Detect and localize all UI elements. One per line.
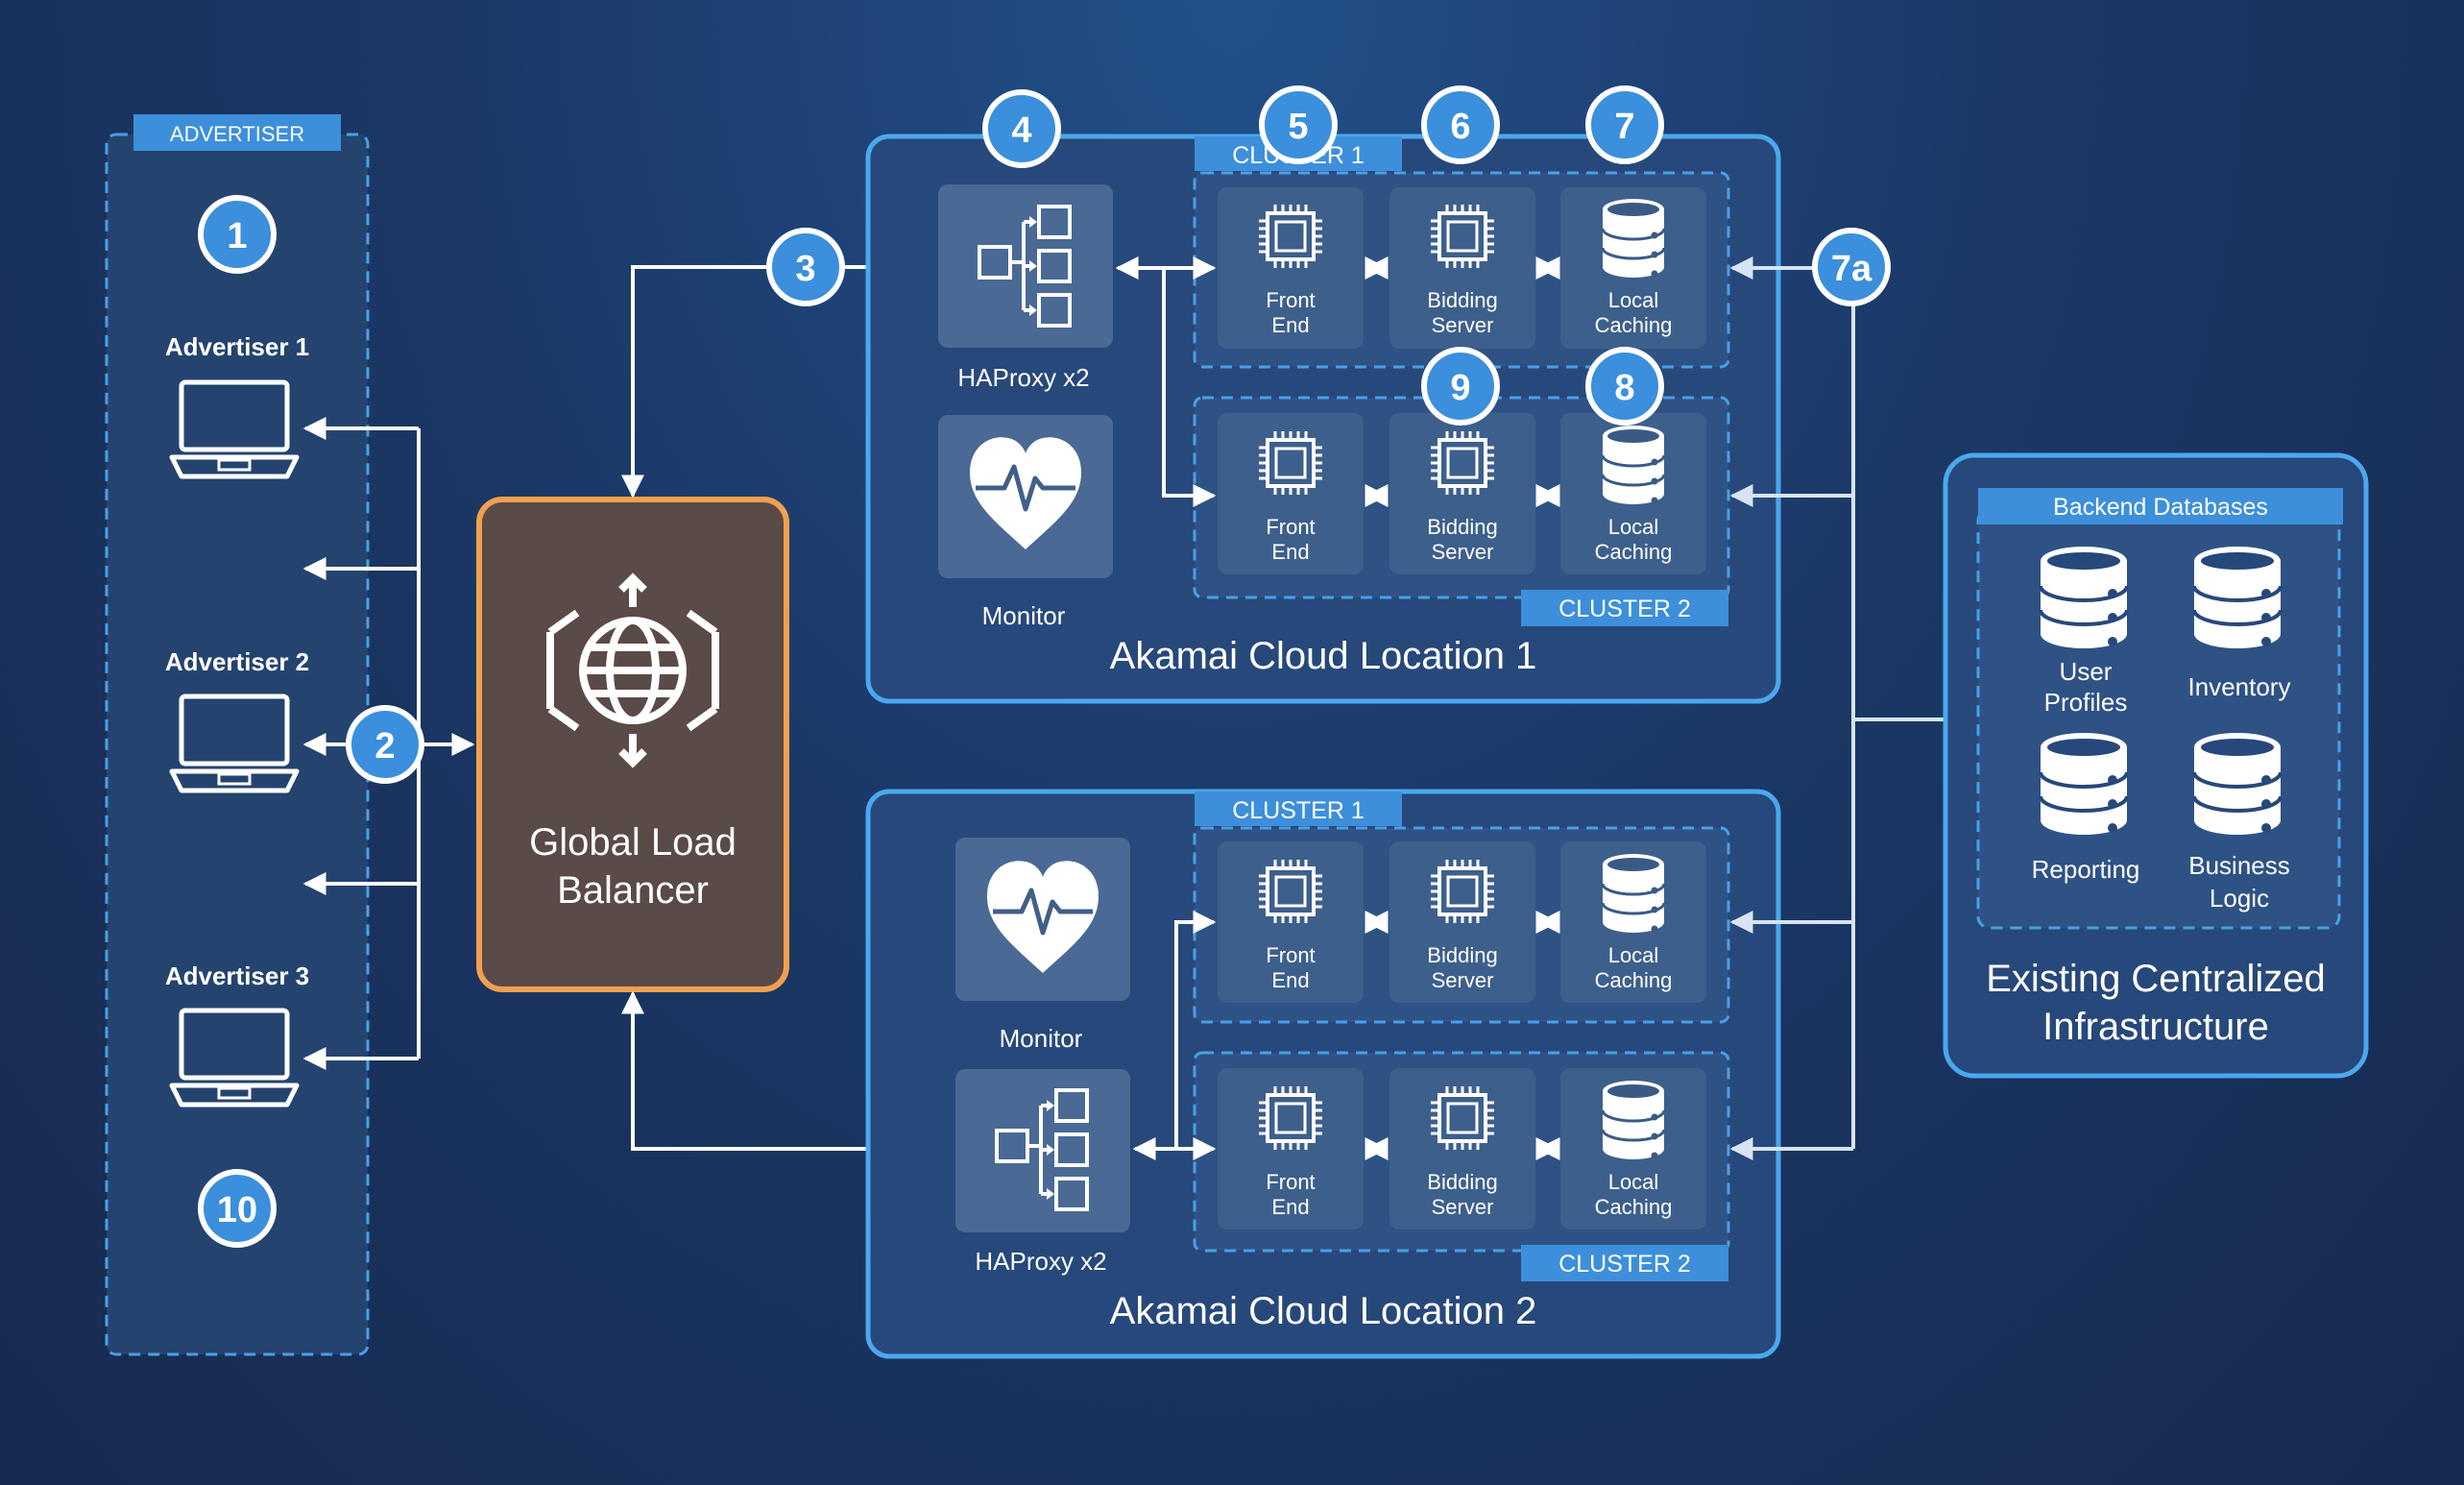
database-icon [1601,424,1666,506]
advertiser-header-bg [133,114,341,151]
database-icon [2039,545,2129,650]
server-row-loc2-c1: Front End Bidding Server Local Caching [1218,841,1706,1003]
globe-icon [546,572,719,768]
loc2-cluster2-header: CLUSTER 2 [1558,1251,1691,1278]
local-caching-label-2: Caching [1595,313,1673,337]
loc2-cluster2-header-bg [1521,1245,1728,1281]
step-badge-8 [1585,347,1664,426]
inventory-label: Inventory [2188,672,2291,701]
step-badge-6 [1421,85,1500,164]
step-badge-7a [1812,228,1891,306]
database-icon [1601,1079,1666,1161]
user-profiles-label-1: User [2060,657,2113,686]
glb-label-line1: Global Load [529,821,737,864]
step-num-4: 4 [1011,110,1031,151]
step-num-3: 3 [795,249,815,289]
monitor-label-2: Monitor [1000,1024,1083,1053]
location-1-title: Akamai Cloud Location 1 [1110,635,1537,677]
bidding-server-label-1: Bidding [1427,943,1497,967]
step-num-1: 1 [227,216,247,256]
haproxy-label-2: HAProxy x2 [975,1247,1106,1276]
database-icon [2192,545,2283,650]
server-row-loc1-c2: Front End Bidding Server Local Caching [1218,413,1706,574]
front-end-label-2: End [1271,968,1309,992]
server-row-loc1-c1: Front End Bidding Server Local Caching [1218,187,1706,349]
step-num-7a: 7a [1831,249,1872,289]
step-badge-3 [766,228,845,306]
loc2-cluster1-header-bg [1195,791,1402,826]
business-logic-label-1: Business [2188,851,2290,880]
tile-connectors [1365,256,1560,1160]
local-caching-label-1: Local [1608,515,1659,539]
local-caching-label-1: Local [1608,288,1659,312]
bidding-server-label-1: Bidding [1427,1170,1497,1194]
bidding-server-label-2: Server [1432,540,1494,564]
bidding-server-label-2: Server [1432,1195,1494,1219]
database-icon [1601,197,1666,280]
backend-header-bg [1978,488,2343,524]
glb-label-line2: Balancer [557,869,709,912]
step-badge-2 [346,705,424,784]
step-badge-1 [198,195,277,274]
front-end-label-2: End [1271,540,1309,564]
front-end-label-1: Front [1266,288,1315,312]
step-numbers: 1 2 3 4 5 6 7 7a 9 8 10 [217,107,1872,1230]
advertiser-3-label: Advertiser 3 [165,962,309,990]
front-end-label-1: Front [1266,943,1315,967]
front-end-label-2: End [1271,313,1309,337]
loc1-cluster2-header-bg [1521,590,1728,626]
front-end-label-1: Front [1266,1170,1315,1194]
database-icon [1601,852,1666,935]
advertiser-1-label: Advertiser 1 [165,332,309,361]
database-icon [2192,731,2283,837]
step-badge-4 [982,89,1061,168]
reporting-label: Reporting [2032,855,2140,884]
step-badge-9 [1421,347,1500,426]
server-row-loc2-c2: Front End Bidding Server Local Caching [1218,1068,1706,1229]
bidding-server-label-1: Bidding [1427,515,1497,539]
haproxy-label-1: HAProxy x2 [957,363,1089,392]
advertiser-header: ADVERTISER [170,122,304,146]
business-logic-label-2: Logic [2210,884,2269,913]
backend-bus [1729,256,1977,1160]
front-end-label-2: End [1271,1195,1309,1219]
step-num-5: 5 [1288,107,1308,147]
infra-title-line2: Infrastructure [2042,1006,2269,1048]
step-num-8: 8 [1614,368,1634,408]
monitor-label-1: Monitor [982,601,1066,630]
step-num-10: 10 [217,1190,257,1230]
step-badges [198,85,1891,1248]
step-badge-5 [1259,85,1338,164]
bidding-server-label-2: Server [1432,313,1494,337]
step-num-7: 7 [1614,107,1634,147]
front-end-label-1: Front [1266,515,1315,539]
local-caching-label-1: Local [1608,1170,1659,1194]
bidding-server-label-2: Server [1432,968,1494,992]
haproxy-connectors [1115,256,1217,1160]
backend-header: Backend Databases [2053,494,2268,521]
local-caching-label-2: Caching [1595,968,1673,992]
infra-title-line1: Existing Centralized [1986,958,2326,1000]
location-2-title: Akamai Cloud Location 2 [1110,1290,1537,1332]
step-num-9: 9 [1450,368,1470,408]
advertiser-2-label: Advertiser 2 [165,647,309,676]
local-caching-label-2: Caching [1595,1195,1673,1219]
step-badge-10 [198,1169,277,1248]
local-caching-label-2: Caching [1595,540,1673,564]
step-num-2: 2 [374,726,395,767]
step-badge-7 [1585,85,1664,164]
local-caching-label-1: Local [1608,943,1659,967]
loc1-cluster2-header: CLUSTER 2 [1558,596,1691,622]
loc2-cluster1-header: CLUSTER 1 [1232,797,1365,824]
bidding-server-label-1: Bidding [1427,288,1497,312]
step-num-6: 6 [1450,107,1470,147]
user-profiles-label-2: Profiles [2044,688,2128,717]
database-icon [2039,731,2129,837]
